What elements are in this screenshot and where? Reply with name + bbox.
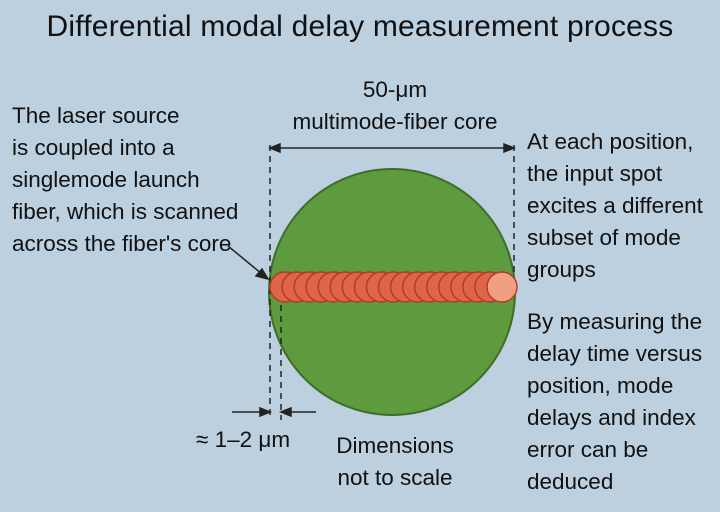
diagram-title: Differential modal delay measurement pro… (46, 10, 674, 43)
laser-source-note: The laser source is coupled into a singl… (12, 103, 239, 256)
launch-pointer-arrow (227, 245, 270, 281)
core-diameter-label: 50-μm multimode-fiber core (292, 77, 498, 134)
spot-size-label: ≈ 1–2 μm (196, 427, 291, 452)
input-spot (486, 271, 518, 303)
scanned-input-spots (269, 271, 518, 303)
scale-disclaimer: Dimensions not to scale (336, 433, 454, 490)
core-diameter-arrow (267, 142, 517, 154)
spot-size-arrows (232, 406, 316, 418)
input-spot-note: At each position, the input spot excites… (527, 129, 703, 282)
measurement-note: By measuring the delay time versus posit… (527, 309, 703, 494)
